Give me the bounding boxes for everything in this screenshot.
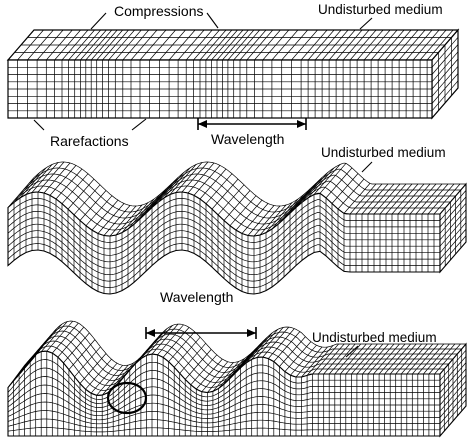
undisturbed-medium-label-2: Undisturbed medium xyxy=(321,145,446,160)
undisturbed-pointer-1 xyxy=(359,17,373,30)
particle-motion-circle xyxy=(106,381,148,415)
p-wave-block xyxy=(6,28,460,120)
rarefactions-label: Rarefactions xyxy=(50,133,129,149)
compressions-pointer-right xyxy=(206,12,219,29)
compressions-label: Compressions xyxy=(114,3,203,19)
surface-wave-block xyxy=(7,320,467,438)
wavelength-arrow-1 xyxy=(197,118,307,130)
surface-wave-panel: Wavelength Undisturbed medium xyxy=(7,289,467,438)
wavelength-label-1: Wavelength xyxy=(211,131,284,147)
undisturbed-medium-label-3: Undisturbed medium xyxy=(312,330,437,345)
s-wave-block xyxy=(7,161,467,295)
wavelength-arrow-2 xyxy=(145,327,257,339)
s-wave-panel: Undisturbed medium xyxy=(7,145,467,295)
rarefactions-pointer-right xyxy=(131,118,147,131)
undisturbed-medium-label-1: Undisturbed medium xyxy=(318,2,443,17)
compressions-pointer-left xyxy=(90,12,107,30)
rarefactions-pointer-left xyxy=(33,119,45,131)
undisturbed-pointer-3 xyxy=(345,345,359,358)
p-wave-panel: Compressions Undisturbed medium Rarefact… xyxy=(6,2,460,149)
undisturbed-pointer-2 xyxy=(361,161,373,173)
wavelength-label-2: Wavelength xyxy=(160,289,233,305)
